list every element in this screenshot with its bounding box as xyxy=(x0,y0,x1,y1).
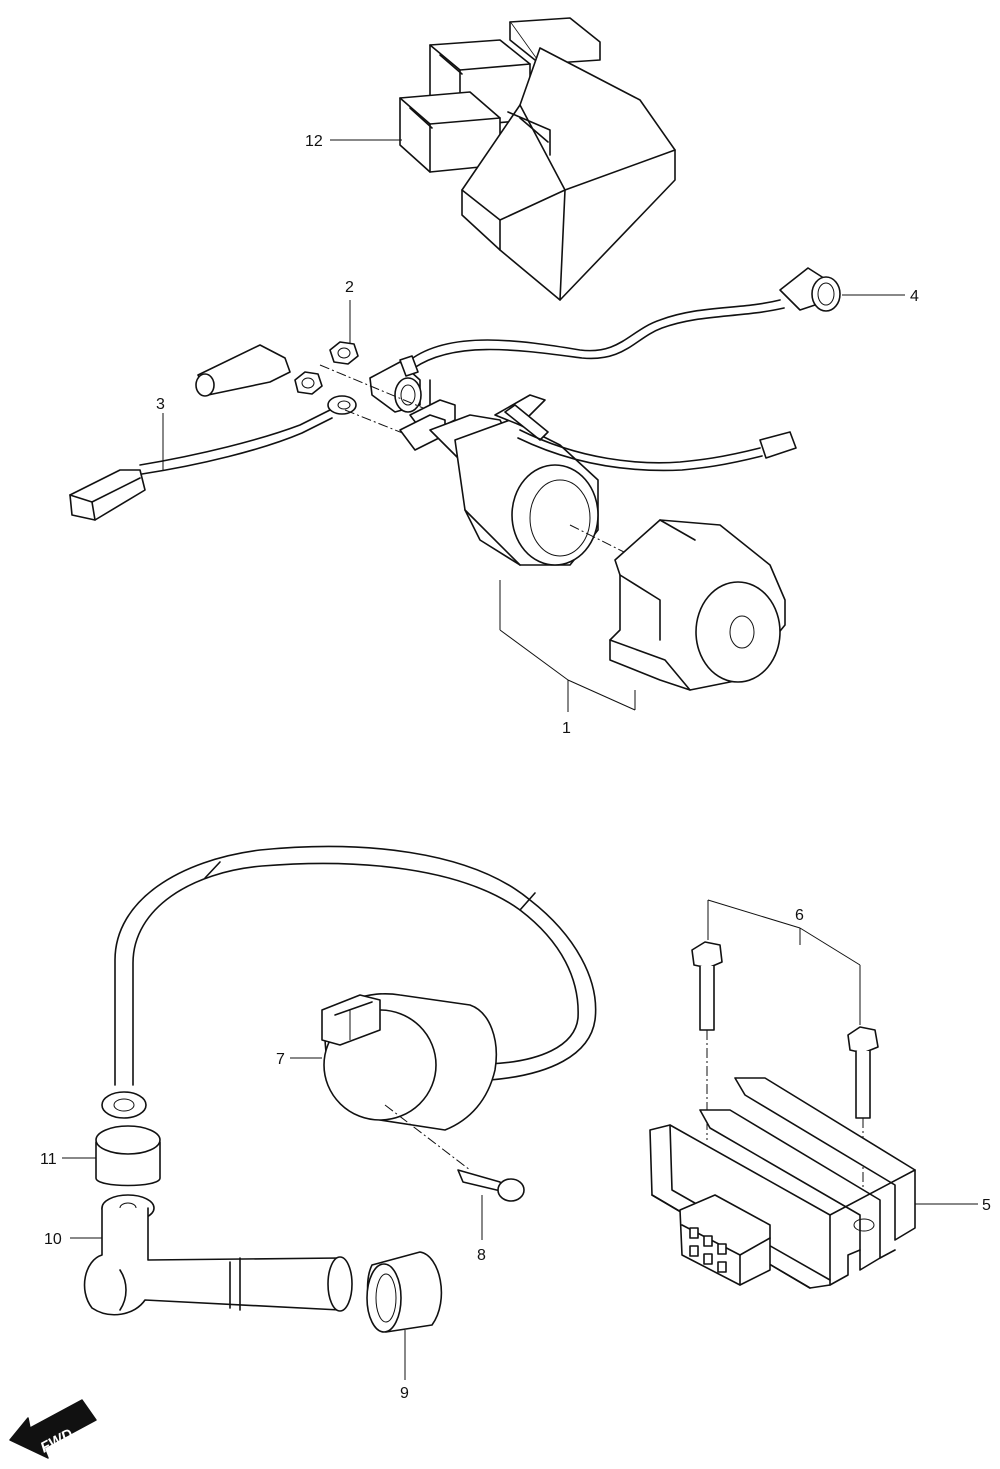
part-2-nuts: 2 xyxy=(195,279,441,416)
part-8-screw: 8 xyxy=(457,1169,525,1264)
part-11-grommet: 11 xyxy=(40,1091,161,1187)
label-2: 2 xyxy=(345,279,354,296)
fwd-arrow: FWD xyxy=(9,1399,97,1459)
label-7: 7 xyxy=(276,1051,285,1068)
label-5: 5 xyxy=(982,1197,991,1214)
part-7-ignition-coil: 7 xyxy=(114,845,597,1171)
label-8: 8 xyxy=(477,1247,486,1264)
part-3-lead: 3 xyxy=(69,395,421,521)
label-9: 9 xyxy=(400,1385,409,1402)
label-1: 1 xyxy=(562,720,571,737)
label-11: 11 xyxy=(40,1151,57,1168)
part-10-plug-cap: 10 xyxy=(44,1194,353,1316)
label-3: 3 xyxy=(156,396,165,413)
label-6: 6 xyxy=(795,907,804,924)
part-5-regulator: 5 xyxy=(649,1077,991,1289)
part-6-bolts: 6 xyxy=(691,899,879,1215)
part-9-boot: 9 xyxy=(366,1251,443,1402)
part-4-cap-wire: 4 xyxy=(409,267,919,369)
label-12: 12 xyxy=(305,133,323,150)
part-1-starter-relay: 1 xyxy=(399,379,797,737)
part-12-relay: 12 xyxy=(305,17,676,301)
label-10: 10 xyxy=(44,1231,62,1248)
label-4: 4 xyxy=(910,288,919,305)
